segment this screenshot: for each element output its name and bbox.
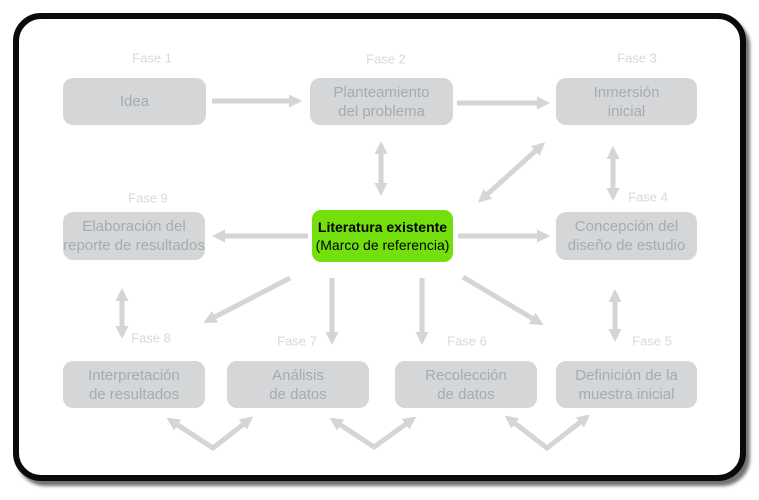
phase-box-analisis-label: Análisis de datos: [269, 366, 327, 403]
highlight-box-literatura: Literatura existente (Marco de referenci…: [312, 210, 453, 262]
phase-box-concepcion: Concepción del diseño de estudio: [556, 212, 697, 260]
fase-label-4: Fase 4: [628, 189, 668, 205]
phase-box-inmersion-label: Inmersión inicial: [593, 83, 660, 120]
phase-box-inmersion: Inmersión inicial: [556, 78, 697, 125]
fase-label-3: Fase 3: [617, 50, 657, 66]
fase-label-6: Fase 6: [447, 333, 487, 349]
phase-box-analisis: Análisis de datos: [227, 361, 369, 408]
fase-label-2: Fase 2: [366, 51, 406, 67]
phase-box-recoleccion-label: Recolección de datos: [425, 366, 507, 403]
highlight-box-subtitle: (Marco de referencia): [315, 237, 450, 253]
phase-box-definicion: Definición de la muestra inicial: [556, 361, 697, 408]
phase-box-concepcion-label: Concepción del diseño de estudio: [567, 218, 686, 254]
phase-box-interpretacion-label: Interpretación de resultados: [88, 366, 180, 403]
phase-box-planteamiento-label: Planteamiento del problema: [333, 83, 430, 120]
fase-label-9: Fase 9: [128, 190, 168, 206]
phase-box-elaboracion: Elaboración del reporte de resultados: [63, 212, 205, 260]
phase-box-interpretacion: Interpretación de resultados: [63, 361, 205, 408]
fase-label-8: Fase 8: [131, 330, 171, 346]
phase-box-idea-label: Idea: [119, 93, 150, 110]
phase-box-definicion-label: Definición de la muestra inicial: [575, 366, 678, 403]
phase-box-recoleccion: Recolección de datos: [395, 361, 537, 408]
phase-box-elaboracion-label: Elaboración del reporte de resultados: [63, 218, 205, 254]
fase-label-7: Fase 7: [277, 333, 317, 349]
highlight-box-title: Literatura existente: [317, 219, 448, 235]
fase-label-1: Fase 1: [132, 50, 172, 66]
phase-box-planteamiento: Planteamiento del problema: [310, 78, 453, 125]
fase-label-5: Fase 5: [632, 333, 672, 349]
phase-box-idea: Idea: [63, 78, 206, 125]
